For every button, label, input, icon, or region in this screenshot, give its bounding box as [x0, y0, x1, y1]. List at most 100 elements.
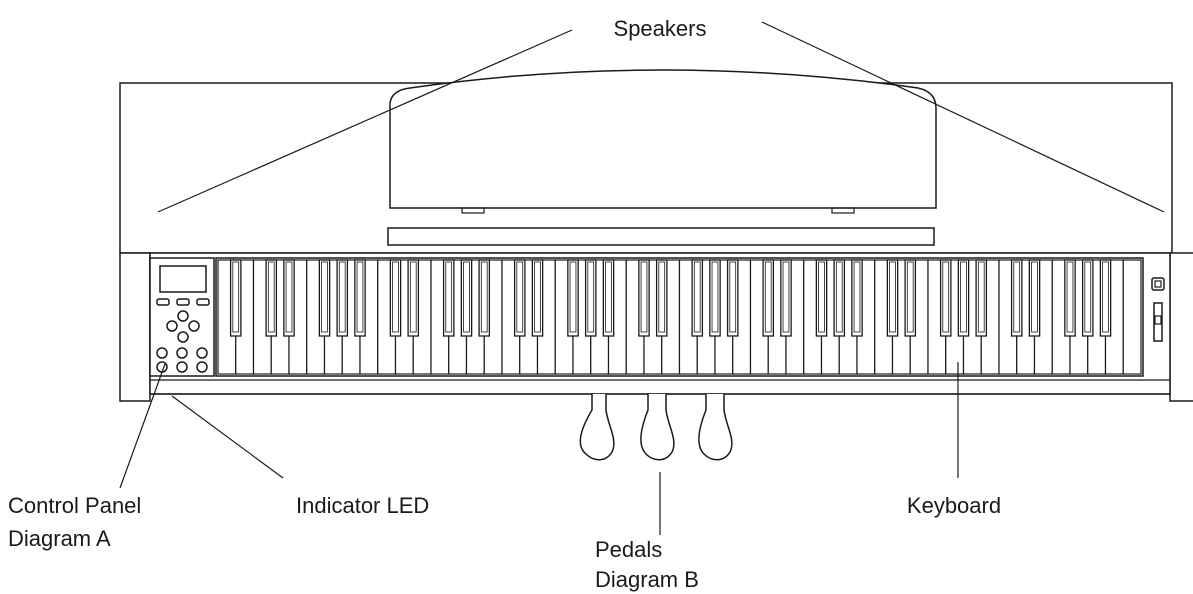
- black-key[interactable]: [638, 259, 650, 337]
- black-key[interactable]: [318, 259, 331, 337]
- volume-slider-knob[interactable]: [1154, 315, 1162, 325]
- black-key[interactable]: [354, 259, 366, 337]
- black-key[interactable]: [1010, 259, 1023, 337]
- black-key[interactable]: [336, 259, 349, 337]
- panel-button[interactable]: [196, 298, 210, 306]
- speakers-leader-right: [761, 21, 1165, 213]
- panel-round-button[interactable]: [176, 347, 188, 359]
- white-key[interactable]: [1122, 259, 1142, 375]
- black-key[interactable]: [265, 259, 278, 337]
- panel-round-button[interactable]: [176, 361, 188, 373]
- pedal-right[interactable]: [698, 394, 733, 461]
- black-key[interactable]: [904, 259, 917, 337]
- black-key[interactable]: [513, 259, 526, 337]
- black-key-inner: [516, 261, 524, 333]
- panel-round-button[interactable]: [156, 361, 168, 373]
- black-key[interactable]: [531, 259, 544, 337]
- black-key-inner: [658, 261, 666, 333]
- panel-button[interactable]: [176, 298, 190, 306]
- black-key[interactable]: [1064, 259, 1076, 337]
- black-key-inner: [587, 261, 595, 333]
- black-key-inner: [906, 261, 914, 333]
- keyboard-label: Keyboard: [907, 493, 1001, 518]
- black-key-inner: [1013, 261, 1021, 333]
- black-key-inner: [1066, 261, 1074, 333]
- black-key-inner: [338, 261, 346, 333]
- black-key-inner: [782, 261, 790, 333]
- right-cheek-block: [1169, 252, 1193, 402]
- black-key-inner: [764, 261, 772, 333]
- indicator-led-leader: [171, 395, 284, 479]
- black-key[interactable]: [762, 259, 775, 337]
- black-key-inner: [534, 261, 541, 333]
- black-key[interactable]: [478, 259, 491, 337]
- black-key-inner: [285, 261, 293, 333]
- control-panel: [149, 257, 215, 377]
- black-key[interactable]: [1099, 259, 1112, 337]
- black-key-inner: [889, 261, 896, 333]
- headphone-jack-panel: [1151, 277, 1165, 342]
- black-key-inner: [1102, 261, 1109, 333]
- black-key[interactable]: [1081, 259, 1094, 337]
- black-key-inner: [321, 261, 328, 333]
- music-rest-hinge-right: [831, 207, 855, 214]
- nav-down-button[interactable]: [177, 331, 189, 343]
- indicator-led-label: Indicator LED: [296, 493, 429, 518]
- black-key-inner: [463, 261, 470, 333]
- black-key-inner: [853, 261, 861, 333]
- black-key[interactable]: [709, 259, 721, 337]
- black-keys: [229, 259, 1112, 337]
- headphone-jack-inner: [1154, 280, 1162, 288]
- control-panel-display: [159, 265, 207, 293]
- black-key[interactable]: [691, 259, 704, 337]
- black-key-inner: [445, 261, 453, 333]
- pedals-label-line1: Pedals: [595, 537, 662, 562]
- panel-round-button[interactable]: [156, 347, 168, 359]
- control-panel-leader: [119, 363, 166, 489]
- panel-round-button[interactable]: [196, 361, 208, 373]
- speakers-label: Speakers: [614, 16, 707, 41]
- volume-slider[interactable]: [1153, 302, 1163, 342]
- music-rest-hinge-left: [461, 207, 485, 214]
- black-key[interactable]: [815, 259, 828, 337]
- black-key[interactable]: [407, 259, 420, 337]
- black-key[interactable]: [655, 259, 668, 337]
- black-key[interactable]: [229, 259, 242, 337]
- black-key[interactable]: [1028, 259, 1041, 337]
- panel-round-button[interactable]: [196, 347, 208, 359]
- nav-left-button[interactable]: [166, 320, 178, 332]
- black-key[interactable]: [957, 259, 970, 337]
- black-key[interactable]: [939, 259, 952, 337]
- black-key-inner: [977, 261, 985, 333]
- speakers-leader-left: [157, 29, 573, 213]
- black-key[interactable]: [389, 259, 402, 337]
- black-key[interactable]: [726, 259, 739, 337]
- black-key-inner: [835, 261, 843, 333]
- black-key-inner: [711, 261, 719, 333]
- nav-up-button[interactable]: [177, 310, 189, 322]
- black-key[interactable]: [584, 259, 597, 337]
- nav-right-button[interactable]: [188, 320, 200, 332]
- black-key[interactable]: [602, 259, 615, 337]
- black-key[interactable]: [886, 259, 899, 337]
- black-key-inner: [392, 261, 399, 333]
- black-key[interactable]: [851, 259, 863, 337]
- pedal-left[interactable]: [579, 394, 615, 461]
- pedals-label-line2: Diagram B: [595, 567, 699, 592]
- black-key[interactable]: [833, 259, 846, 337]
- control-panel-label-line1: Control Panel: [8, 493, 141, 518]
- headphone-jack-icon[interactable]: [1151, 277, 1165, 291]
- panel-button[interactable]: [156, 298, 170, 306]
- black-key[interactable]: [460, 259, 473, 337]
- black-key-inner: [409, 261, 417, 333]
- black-key[interactable]: [975, 259, 988, 337]
- black-key-inner: [818, 261, 825, 333]
- black-key[interactable]: [567, 259, 579, 337]
- black-key[interactable]: [780, 259, 792, 337]
- black-key-inner: [569, 261, 577, 333]
- pedal-middle[interactable]: [640, 394, 675, 461]
- black-key-inner: [960, 261, 967, 333]
- black-key[interactable]: [283, 259, 295, 337]
- black-key[interactable]: [442, 259, 455, 337]
